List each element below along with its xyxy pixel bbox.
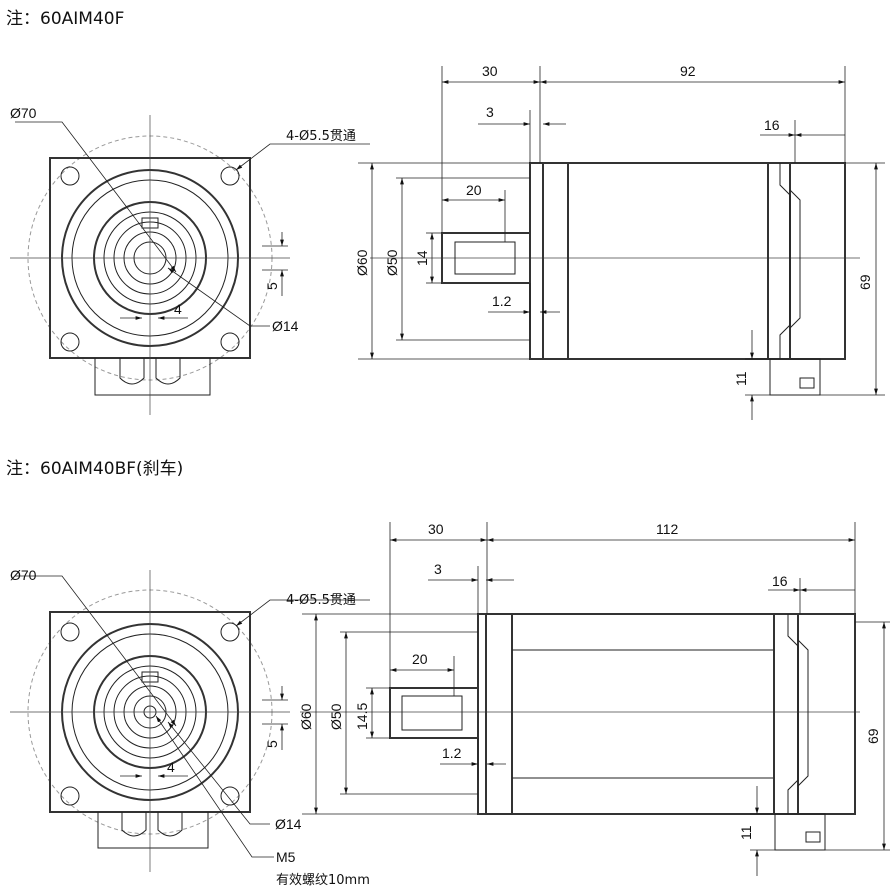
bottom-front-connector bbox=[97, 812, 209, 849]
bottom-side-label-flange-thick: 3 bbox=[434, 561, 442, 577]
top-side-label-body-len: 92 bbox=[680, 63, 696, 79]
bottom-caption: 注：60AIM40BF(刹车) bbox=[6, 459, 183, 479]
bottom-side-label-body-len: 112 bbox=[656, 521, 679, 537]
bottom-side-label-shoulder: 1.2 bbox=[442, 745, 462, 761]
top-side-label-flange-thick: 3 bbox=[486, 104, 494, 120]
top-side-label-shaft-len: 20 bbox=[466, 182, 482, 198]
bottom-side-shaft bbox=[389, 687, 479, 739]
top-side-keyway bbox=[454, 241, 516, 275]
bottom-front-label-thread: M5 bbox=[276, 849, 296, 865]
bottom-side-label-body-dia: Ø50 bbox=[328, 703, 344, 730]
bottom-side-view: 30 112 3 16 20 Ø60 Ø50 14.5 1.2 bbox=[298, 521, 890, 876]
bottom-front-label-thread-note: 有效螺纹10mm bbox=[276, 873, 370, 888]
top-front-hole-br bbox=[220, 332, 240, 352]
top-front-view: Ø70 4-Ø5.5贯通 5 4 Ø14 bbox=[10, 105, 370, 415]
bottom-side-connector bbox=[774, 813, 826, 851]
top-side-body bbox=[567, 162, 769, 360]
top-side-connector bbox=[769, 358, 821, 396]
bottom-front-label-shaft-dia: Ø14 bbox=[275, 816, 302, 832]
bottom-front-label-holes: 4-Ø5.5贯通 bbox=[286, 593, 356, 608]
top-front-label-shaft-dia: Ø14 bbox=[272, 318, 299, 334]
top-front-label-holes: 4-Ø5.5贯通 bbox=[286, 129, 356, 144]
top-side-label-flange-len: 30 bbox=[482, 63, 498, 79]
top-side-view: 30 92 3 16 20 Ø60 Ø50 14 1.2 bbox=[354, 63, 885, 420]
top-front-label-flange-dia: Ø70 bbox=[10, 105, 37, 121]
top-side-label-rear-len: 16 bbox=[764, 117, 780, 133]
top-side-label-pilot-dia: Ø60 bbox=[354, 249, 370, 276]
top-caption: 注：60AIM40F bbox=[6, 9, 124, 29]
bottom-front-label-flange-dia: Ø70 bbox=[10, 567, 37, 583]
bottom-side-label-rear-len: 16 bbox=[772, 573, 788, 589]
top-side-flange bbox=[529, 162, 544, 360]
bottom-side-label-bottom-offset: 11 bbox=[738, 825, 754, 840]
bottom-front-label-key-height: 5 bbox=[264, 740, 280, 748]
top-front-label-key-height: 5 bbox=[264, 282, 280, 290]
bottom-side-label-pilot-dia: Ø60 bbox=[298, 703, 314, 730]
top-side-label-shoulder: 1.2 bbox=[492, 293, 512, 309]
top-side-shaft bbox=[441, 232, 531, 284]
top-front-connector bbox=[94, 358, 211, 396]
top-front-hole-tl bbox=[60, 166, 80, 186]
bottom-front-view: Ø70 4-Ø5.5贯通 5 4 Ø14 M5 有效螺纹10mm bbox=[10, 567, 370, 888]
bottom-side-body bbox=[511, 613, 775, 815]
top-side-label-body-dia: Ø50 bbox=[384, 249, 400, 276]
top-front-hole-bl bbox=[60, 332, 80, 352]
top-side-label-bottom-offset: 11 bbox=[733, 371, 749, 386]
top-front-label-key-width: 4 bbox=[174, 301, 182, 317]
bottom-side-flange bbox=[477, 613, 487, 815]
top-front-hole-tr bbox=[220, 166, 240, 186]
bottom-side-label-height: 69 bbox=[865, 728, 881, 744]
bottom-side-label-shaft-len: 20 bbox=[412, 651, 428, 667]
bottom-side-label-flange-len: 30 bbox=[428, 521, 444, 537]
bottom-front-label-key-width: 4 bbox=[167, 759, 175, 775]
bottom-side-label-shaft-size: 14.5 bbox=[354, 703, 370, 730]
top-side-label-height: 69 bbox=[857, 274, 873, 290]
top-side-label-shaft-size: 14 bbox=[414, 250, 430, 266]
